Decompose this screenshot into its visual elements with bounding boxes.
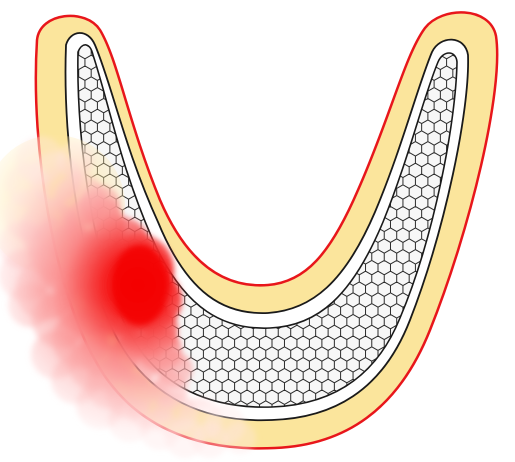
inflammation-hotspot	[112, 245, 168, 325]
